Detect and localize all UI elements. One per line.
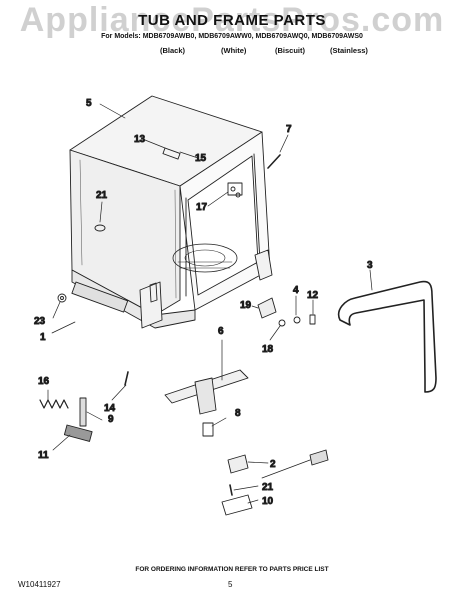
callout-3: 3: [367, 260, 373, 271]
variant-stainless: (Stainless): [330, 46, 368, 55]
variant-biscuit: (Biscuit): [275, 46, 305, 55]
callout-21-lower: 21: [262, 482, 274, 493]
callout-11: 11: [38, 450, 49, 461]
watermark: AppliancePartsPros.com: [19, 1, 445, 39]
tub-frame-drawing: [69, 95, 273, 329]
callout-5: 5: [86, 98, 92, 109]
callout-4: 4: [293, 285, 299, 296]
variant-black: (Black): [160, 46, 186, 55]
callout-18: 18: [262, 344, 274, 355]
callout-15: 15: [195, 153, 207, 164]
callout-9: 9: [108, 414, 114, 425]
hardware-drawings: [57, 154, 316, 327]
ordering-info: FOR ORDERING INFORMATION REFER TO PARTS …: [135, 566, 329, 573]
callout-17: 17: [196, 202, 208, 213]
callout-12: 12: [307, 290, 319, 301]
document-code: W10411927: [18, 580, 61, 589]
callout-23: 23: [34, 316, 46, 327]
variant-white: (White): [221, 46, 247, 55]
page-number: 5: [228, 580, 233, 589]
callout-13: 13: [134, 134, 146, 145]
callout-6: 6: [218, 326, 224, 337]
callout-2: 2: [270, 459, 276, 470]
callout-labels: 5 13 15 7 17 21 3 19 4 12 18 23 1 6 8 16…: [34, 98, 374, 508]
callout-10: 10: [262, 496, 274, 507]
door-gasket-drawing: [337, 280, 437, 393]
callout-16: 16: [38, 376, 50, 387]
page-title: TUB AND FRAME PARTS: [138, 12, 326, 29]
callout-14: 14: [104, 403, 116, 414]
callout-8: 8: [235, 408, 241, 419]
callout-19: 19: [240, 300, 252, 311]
callout-7: 7: [286, 124, 292, 135]
leader-lines: [47, 103, 373, 504]
callout-1: 1: [40, 332, 46, 343]
model-list: For Models: MDB6709AWB0, MDB6709AWW0, MD…: [101, 33, 363, 40]
lower-parts-drawing: [39, 369, 329, 516]
callout-21-upper: 21: [96, 190, 108, 201]
